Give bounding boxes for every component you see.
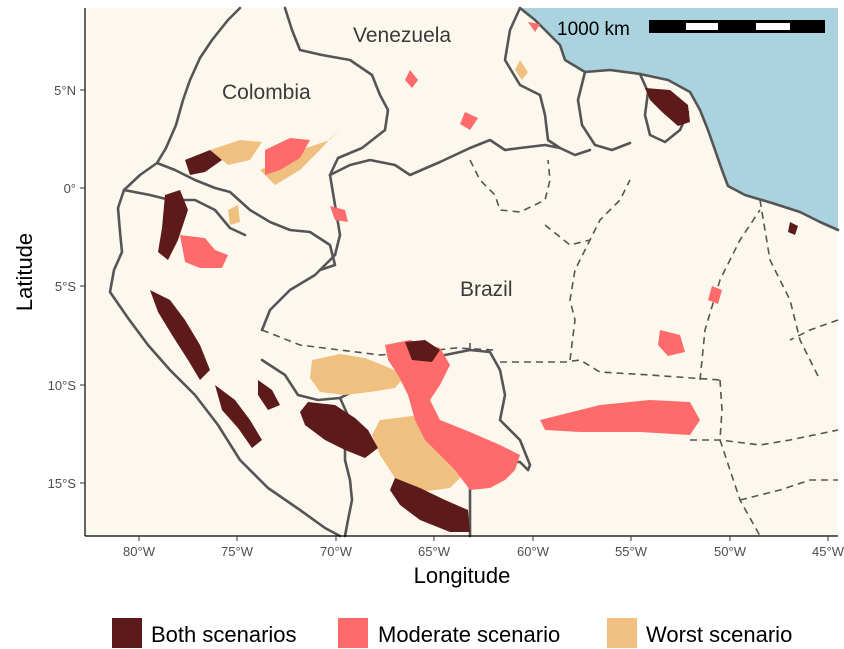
caribbean-coast — [240, 8, 540, 75]
x-tick-label: 75°W — [221, 544, 254, 559]
y-axis: 5°N 0° 5°S 10°S 15°S — [48, 83, 85, 491]
scale-bar-outline — [649, 20, 825, 33]
x-tick-label: 65°W — [418, 544, 451, 559]
x-tick-label: 70°W — [320, 544, 353, 559]
y-tick-label: 5°S — [55, 279, 76, 294]
legend-swatch-moderate — [338, 618, 368, 648]
x-axis: 80°W 75°W 70°W 65°W 60°W 55°W 50°W 45°W — [123, 536, 844, 559]
label-brazil: Brazil — [460, 278, 513, 301]
x-tick-label: 45°W — [812, 544, 844, 559]
legend-label-both: Both scenarios — [151, 622, 297, 647]
scale-bar-segment — [756, 23, 790, 30]
y-tick-label: 10°S — [48, 378, 77, 393]
y-tick-label: 15°S — [48, 476, 77, 491]
x-tick-label: 60°W — [517, 544, 550, 559]
x-tick-label: 50°W — [714, 544, 747, 559]
x-tick-label: 55°W — [615, 544, 648, 559]
map-panel: Venezuela Colombia Brazil 1000 km — [84, 6, 840, 538]
both-scenarios-areas — [150, 88, 798, 532]
y-tick-label: 0° — [64, 181, 76, 196]
legend-label-worst: Worst scenario — [646, 622, 792, 647]
y-axis-title: Latitude — [12, 233, 37, 311]
x-tick-label: 80°W — [123, 544, 156, 559]
scale-bar-segment — [686, 23, 718, 30]
x-axis-title: Longitude — [414, 563, 511, 588]
y-tick-label: 5°N — [54, 83, 76, 98]
legend: Both scenarios Moderate scenario Worst s… — [112, 618, 792, 648]
moderate-scenario-areas — [180, 22, 722, 490]
state-borders — [261, 159, 839, 537]
label-colombia: Colombia — [222, 81, 311, 104]
legend-label-moderate: Moderate scenario — [378, 622, 560, 647]
scale-bar: 1000 km — [557, 19, 825, 40]
label-venezuela: Venezuela — [353, 24, 451, 47]
scale-bar-label: 1000 km — [557, 19, 630, 40]
legend-swatch-worst — [607, 618, 637, 648]
legend-swatch-both — [112, 618, 142, 648]
